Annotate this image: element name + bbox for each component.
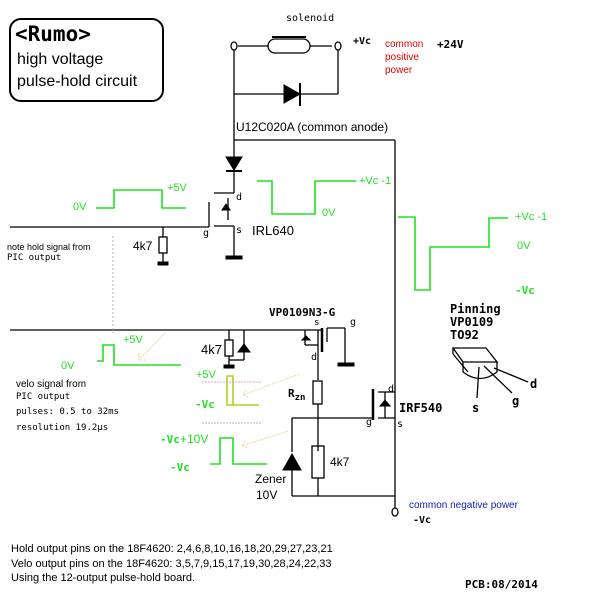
terminal-left (230, 41, 238, 51)
velo-desc-line2: PIC output (16, 392, 71, 402)
title-box (9, 18, 164, 102)
solenoid-symbol (238, 36, 332, 54)
rzn-label: Rzn (288, 388, 305, 403)
terminal-vc (334, 41, 342, 51)
velo-low-label: 0V (61, 360, 75, 372)
drain-low-label: 0V (322, 207, 336, 219)
pmos-pin-d: d (311, 352, 318, 363)
output-high-label: +Vc -1 (515, 211, 548, 223)
irl640-pin-g: g (203, 228, 210, 239)
pin-s-label: s (472, 401, 480, 415)
diode-array-label: U12C020A (common anode) (236, 120, 389, 134)
ground-4k7-hold (157, 261, 169, 266)
negative-desc: common negative power (409, 500, 518, 511)
waveform-velo (97, 344, 181, 366)
irf540-label: IRF540 (399, 401, 443, 415)
positive-terminal-label: +Vc (353, 36, 372, 47)
rzn-main: R (288, 387, 295, 400)
irf540-body-diode-icon (378, 399, 392, 407)
positive-desc-line1: common (385, 39, 424, 50)
pcb-date: PCB:08/2014 (465, 578, 538, 591)
notes-line2: Velo output pins on the 18F4620: 3,5,7,9… (11, 558, 332, 570)
irl640-pin-d: d (236, 192, 243, 203)
velo-diode-icon (237, 343, 251, 353)
freewheel-diode-icon (283, 84, 302, 104)
velo-high-label: +5V (123, 334, 143, 346)
negative-terminal-label: -Vc (413, 515, 432, 526)
zener-label-line2: 10V (256, 488, 278, 502)
positive-desc-line2: positive (385, 52, 419, 63)
pinning-title-line2: VP0109 (450, 315, 494, 329)
irl640-body-diode-icon (221, 203, 231, 211)
pmos-pin-g: g (350, 317, 357, 328)
title-line2: pulse-hold circuit (17, 73, 138, 90)
irl640-pin-s: s (236, 225, 243, 236)
pd-high-label: +5V (196, 369, 216, 381)
resistor-velo-label: 4k7 (201, 342, 222, 357)
irl640-label: IRL640 (252, 223, 294, 238)
notes-line3: Using the 12-output pulse-hold board. (11, 572, 196, 584)
drain-high-label: +Vc -1 (359, 175, 392, 187)
pmos-label: VP0109N3-G (269, 306, 336, 319)
waveform-hold (96, 189, 186, 209)
ground-hold (225, 255, 243, 260)
notes-line1: Hold output pins on the 18F4620: 2,4,6,8… (11, 543, 333, 555)
velo-desc-line3: pulses: 0.5 to 32ms (16, 407, 119, 417)
positive-desc-line3: power (385, 65, 413, 76)
pd-low-label: -Vc (195, 398, 215, 411)
to92-package-drawing (451, 347, 529, 399)
output-low-label: -Vc (515, 284, 535, 297)
waveform-pd (226, 375, 259, 406)
terminal-neg-vc (391, 507, 399, 517)
hold-desc-line1: note hold signal from (7, 242, 91, 252)
resistor-bottom-label: 4k7 (330, 455, 350, 469)
hold-low-label: 0V (73, 201, 87, 213)
output-mid-label: 0V (517, 240, 531, 252)
pin-g-label: g (512, 394, 520, 408)
u12-diode-icon (225, 156, 243, 171)
zener-diode-icon (282, 452, 302, 471)
irf540-pin-g: g (366, 417, 373, 428)
waveform-gate (210, 437, 267, 465)
gate-low-label: -Vc (170, 461, 190, 474)
irf540-pin-d: d (388, 384, 395, 395)
zener-label-line1: Zener (255, 472, 287, 486)
rzn-sub: zn (294, 393, 306, 404)
irf540-pin-s: s (397, 419, 404, 430)
ground-pmos (337, 362, 355, 367)
gate-high-label-b: +10V (180, 432, 209, 446)
pmos-pin-s: s (314, 318, 320, 328)
title-line1: high voltage (17, 51, 104, 68)
hold-high-label: +5V (167, 182, 187, 194)
pinning-title-line1: Pinning (450, 302, 501, 316)
waveform-output (398, 216, 508, 291)
ground-velo (223, 364, 235, 369)
gate-high-label-a: -Vc (160, 433, 180, 446)
annotation-arrows (138, 332, 300, 449)
title-heading: <Rumo> (15, 22, 91, 46)
hold-desc-line2: PIC output (7, 253, 62, 263)
waveform-drain (257, 180, 356, 215)
positive-voltage-label: +24V (437, 38, 464, 51)
pin-d-label: d (530, 377, 538, 391)
resistor-hold-label: 4k7 (133, 239, 153, 253)
velo-desc-line1: velo signal from (16, 379, 87, 390)
solenoid-label: solenoid (286, 13, 335, 24)
pinning-title-line3: TO92 (450, 328, 479, 342)
velo-desc-line4: resolution 19.2µs (16, 423, 109, 433)
